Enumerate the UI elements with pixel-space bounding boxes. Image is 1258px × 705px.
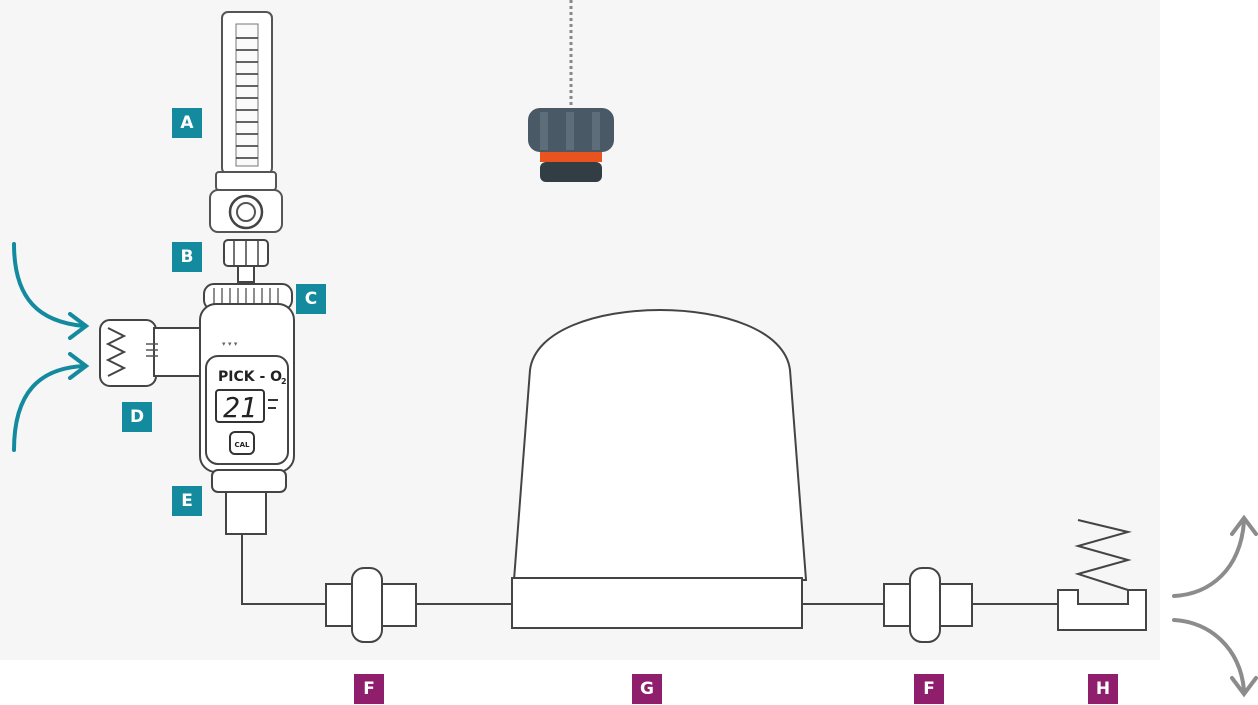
label-e: E — [172, 486, 202, 516]
chain-cap-icon — [528, 0, 614, 182]
reservoir-dome-icon — [511, 309, 808, 629]
outflow-arrow-icon — [1172, 514, 1258, 698]
inflow-arrow-icon — [12, 242, 90, 452]
svg-text:▾ ▾ ▾: ▾ ▾ ▾ — [222, 340, 238, 348]
device-brand-subscript: 2 — [281, 377, 287, 386]
label-c: C — [296, 284, 326, 314]
label-f-2: F — [914, 674, 944, 704]
oxygen-analyzer-icon: ▾ ▾ ▾ PICK - O 2 21 CAL — [99, 283, 295, 535]
label-h: H — [1088, 674, 1118, 704]
flowmeter-icon — [209, 11, 283, 233]
filter-icon — [883, 567, 973, 643]
device-brand: PICK - O — [218, 369, 282, 385]
device-display-value: 21 — [223, 391, 257, 424]
label-a: A — [172, 108, 202, 138]
label-g: G — [632, 674, 662, 704]
filter-icon — [325, 567, 417, 643]
calibrate-button — [229, 431, 255, 455]
label-b: B — [172, 242, 202, 272]
connector-nut-icon — [223, 239, 269, 283]
label-d: D — [122, 402, 152, 432]
label-f-1: F — [354, 674, 384, 704]
spring-valve-icon — [1057, 519, 1147, 631]
calibrate-button-label: CAL — [234, 441, 250, 449]
tubing — [241, 534, 1058, 605]
